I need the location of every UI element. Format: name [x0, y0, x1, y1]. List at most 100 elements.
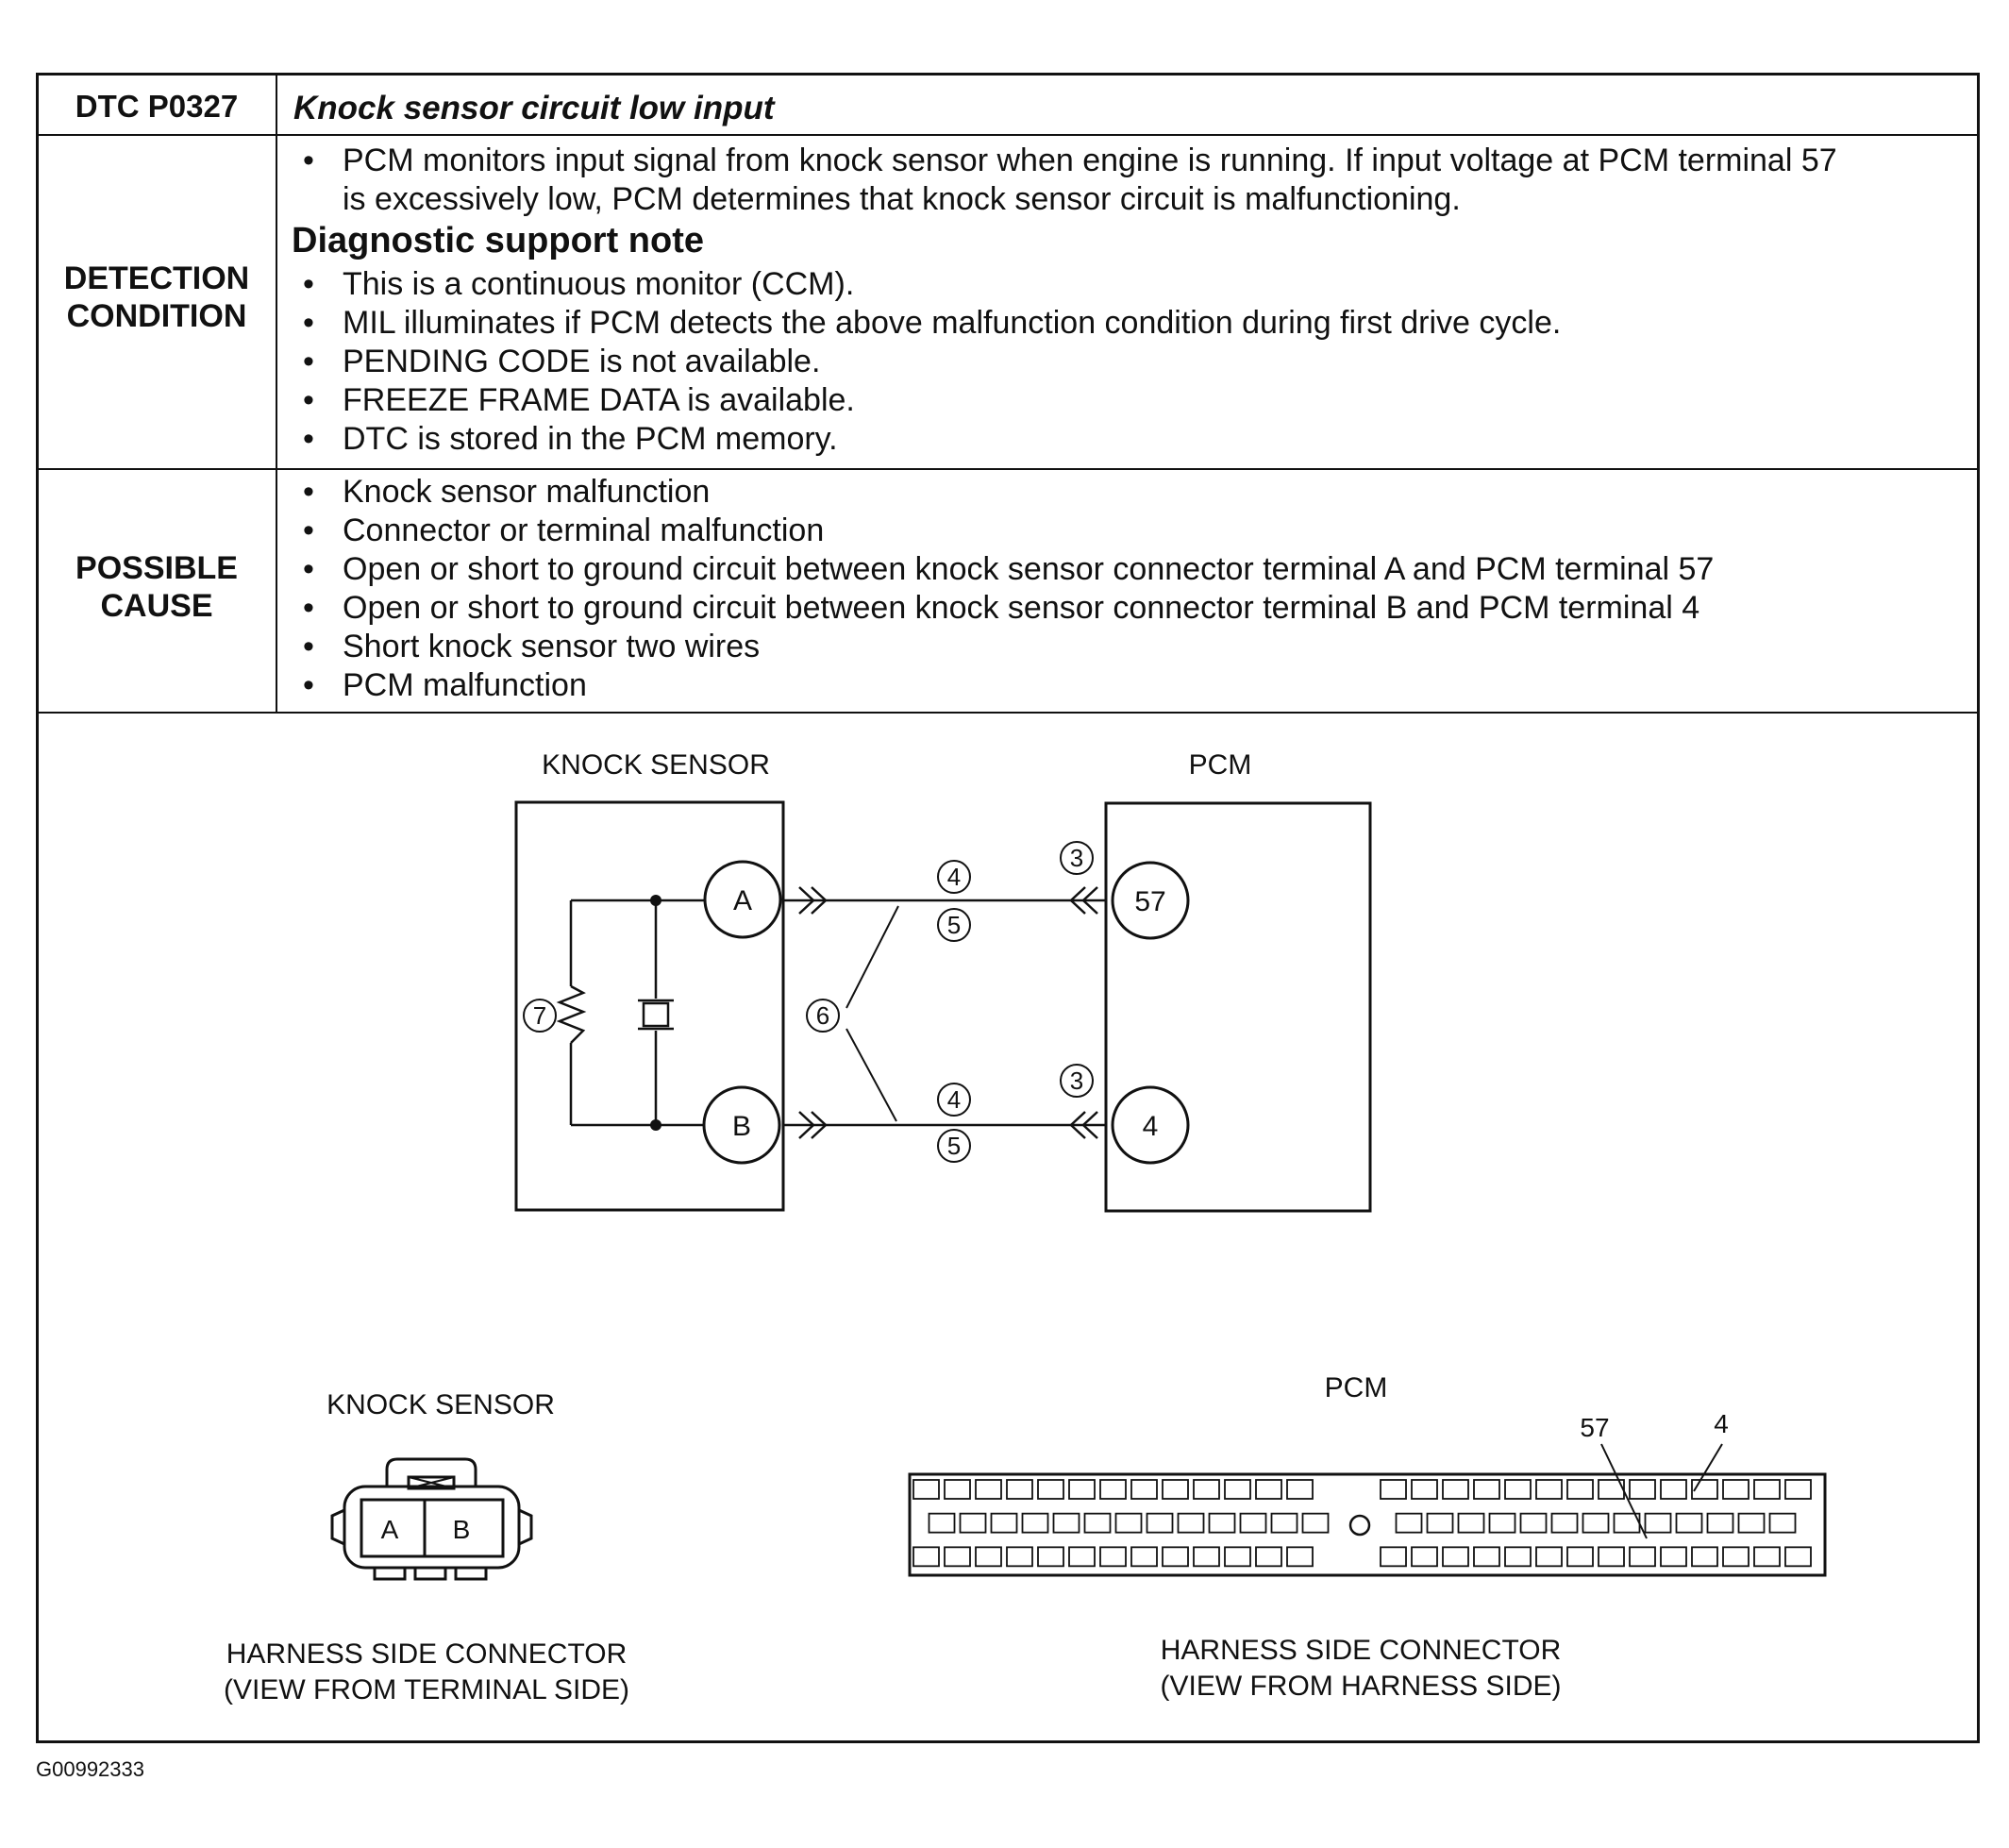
pin-4-leader: [1693, 1443, 1723, 1492]
resistor-symbol: [556, 984, 587, 1044]
connector-pin-b: B: [453, 1515, 471, 1544]
pcm-pin: [1208, 1512, 1236, 1534]
junction-dot: [650, 1119, 661, 1131]
pcm-pin: [959, 1512, 987, 1534]
pcm-pin: [1660, 1479, 1687, 1500]
pcm-pin: [1768, 1512, 1797, 1534]
wiring-pcm-title: PCM: [1189, 749, 1252, 781]
pcm-box: [1104, 801, 1372, 1213]
sensor-connector-caption-line1: HARNESS SIDE CONNECTOR: [226, 1638, 628, 1670]
pcm-pin: [1488, 1512, 1516, 1534]
pcm-pin: [1660, 1546, 1687, 1568]
pcm-connector-body: [908, 1472, 1827, 1577]
sensor-terminal-b: [702, 1085, 781, 1165]
pcm-pin: [1255, 1546, 1282, 1568]
pcm-pin: [1442, 1479, 1469, 1500]
pcm-pin: [1442, 1546, 1469, 1568]
figure-id: G00992333: [36, 1757, 144, 1781]
callout-5: 5: [947, 1132, 961, 1160]
pcm-pin: [1177, 1512, 1205, 1534]
pcm-pin-grid: [912, 1479, 1812, 1568]
pcm-pin: [1099, 1546, 1127, 1568]
pcm-terminal-57-label: 57: [1134, 886, 1165, 917]
pcm-pin-57-label: 57: [1580, 1413, 1609, 1442]
connector-pcm-title: PCM: [1325, 1372, 1388, 1403]
piezo-element-symbol: [642, 1001, 670, 1028]
pcm-pin: [990, 1512, 1018, 1534]
pcm-pin: [1301, 1512, 1330, 1534]
cause-label-line1: POSSIBLE: [75, 550, 238, 586]
pcm-pin: [1784, 1546, 1812, 1568]
connector-chevrons: [798, 886, 1098, 1139]
pin-57-leader: [1600, 1443, 1648, 1539]
pcm-pin: [975, 1479, 1002, 1500]
detection-intro-line2: is excessively low, PCM determines that …: [343, 181, 1461, 217]
pcm-pin: [1566, 1546, 1594, 1568]
support-note-item: This is a continuous monitor (CCM).: [293, 265, 1973, 304]
pcm-pin: [1675, 1512, 1703, 1534]
pcm-pin: [1457, 1512, 1485, 1534]
pcm-pin: [1052, 1512, 1080, 1534]
pcm-pin: [1114, 1512, 1143, 1534]
support-note-item: FREEZE FRAME DATA is available.: [293, 381, 1973, 420]
junction-dot: [650, 895, 661, 906]
pcm-pin: [1706, 1512, 1734, 1534]
pcm-pin: [1193, 1479, 1220, 1500]
pcm-pin: [1255, 1479, 1282, 1500]
pcm-pin: [1504, 1546, 1532, 1568]
callout-4: 4: [947, 1085, 961, 1114]
support-note-item: DTC is stored in the PCM memory.: [293, 420, 1973, 459]
column-divider: [276, 73, 277, 713]
callout-3: 3: [1070, 844, 1083, 872]
pcm-pin: [1162, 1546, 1189, 1568]
pcm-pin: [1753, 1479, 1781, 1500]
pcm-pin: [1473, 1479, 1500, 1500]
pcm-pin: [1021, 1512, 1049, 1534]
knock-sensor-connector: [330, 1457, 533, 1581]
pcm-pin: [1737, 1512, 1766, 1534]
pcm-pin: [928, 1512, 956, 1534]
pcm-pin: [1566, 1479, 1594, 1500]
pcm-pin: [944, 1546, 971, 1568]
callout-6: 6: [816, 1001, 829, 1030]
knock-sensor-box: [514, 800, 785, 1212]
cause-item: Open or short to ground circuit between …: [293, 589, 1973, 628]
pcm-pin: [1224, 1546, 1251, 1568]
pcm-pin: [1722, 1479, 1750, 1500]
pcm-terminal-4: [1111, 1085, 1190, 1165]
pcm-pin: [1426, 1512, 1454, 1534]
detection-label-line1: DETECTION: [63, 260, 250, 296]
pcm-pin: [1411, 1546, 1438, 1568]
pcm-pin: [1691, 1479, 1718, 1500]
row-divider-cause: [36, 712, 1980, 714]
pcm-pin: [1270, 1512, 1298, 1534]
pcm-pin: [912, 1546, 940, 1568]
dtc-title: Knock sensor circuit low input: [293, 90, 775, 126]
pcm-pin: [1162, 1479, 1189, 1500]
possible-cause-list: Knock sensor malfunction Connector or te…: [293, 473, 1973, 705]
pcm-pin: [1753, 1546, 1781, 1568]
pcm-pin: [1037, 1546, 1064, 1568]
pcm-pin: [1629, 1479, 1656, 1500]
pcm-pin: [1099, 1479, 1127, 1500]
pcm-pin: [1068, 1479, 1096, 1500]
pcm-pin: [1286, 1546, 1314, 1568]
callout-4: 4: [947, 863, 961, 891]
detection-label-line2: CONDITION: [66, 298, 247, 334]
dtc-code-label: DTC P0327: [75, 89, 239, 124]
callout-7: 7: [533, 1001, 546, 1030]
pcm-pin: [1130, 1479, 1158, 1500]
pcm-terminal-4-label: 4: [1143, 1111, 1159, 1142]
pcm-pin: [1146, 1512, 1174, 1534]
pcm-pin-4-label: 4: [1714, 1409, 1729, 1438]
sensor-internal-circuit: [556, 899, 706, 1127]
pcm-pin: [1239, 1512, 1267, 1534]
pcm-pin: [1224, 1479, 1251, 1500]
connector-pin-a: A: [381, 1515, 399, 1544]
sensor-terminal-a: [703, 860, 782, 939]
pcm-pin: [944, 1479, 971, 1500]
callout-circles: [523, 841, 1094, 1163]
pcm-pin: [1068, 1546, 1096, 1568]
pcm-pin: [1380, 1546, 1407, 1568]
detection-intro-line1: PCM monitors input signal from knock sen…: [343, 143, 1837, 178]
